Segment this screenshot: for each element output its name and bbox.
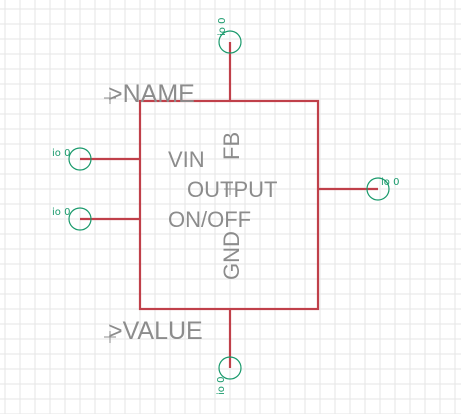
value-label: >VALUE: [108, 317, 203, 345]
name-label: >NAME: [108, 80, 195, 108]
pin-marker-right[interactable]: [366, 177, 390, 201]
io-label-top: io 0: [217, 18, 228, 36]
pin-name-onoff: ON/OFF: [168, 207, 251, 232]
pin-name-vin: VIN: [168, 147, 205, 172]
io-label-left-lower: io 0: [52, 207, 70, 218]
io-label-left-upper: io 0: [52, 148, 70, 159]
pin-name-gnd: GND: [219, 231, 244, 280]
pin-marker-bottom[interactable]: [218, 356, 242, 380]
io-label-right: io 0: [381, 177, 399, 188]
pin-marker-top[interactable]: [218, 30, 242, 54]
pin-marker-left-lower[interactable]: [68, 207, 92, 231]
pin-marker-left-upper[interactable]: [68, 147, 92, 171]
pin-name-fb: FB: [219, 132, 244, 160]
io-label-bottom: io 0: [216, 377, 227, 395]
